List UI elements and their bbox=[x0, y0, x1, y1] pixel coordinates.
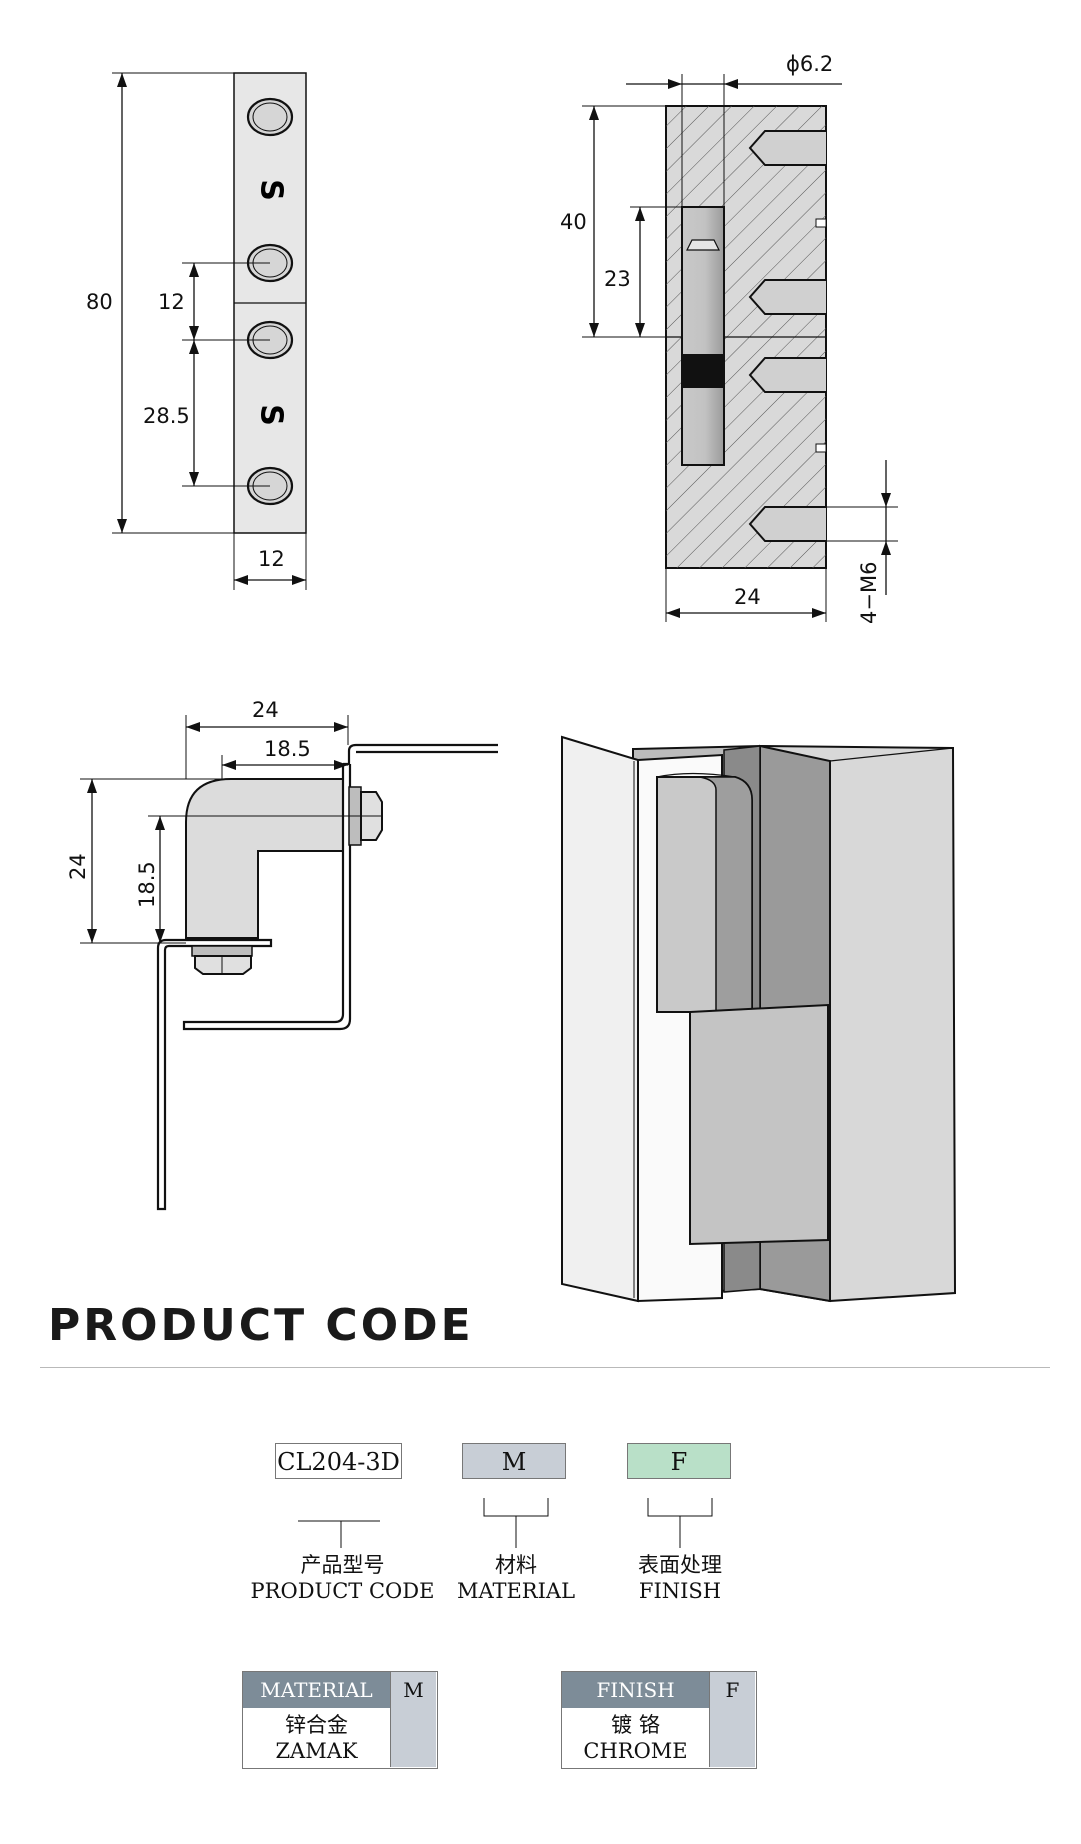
material-table: MATERIAL M 锌合金 ZAMAK bbox=[242, 1671, 438, 1769]
dim-height-23: 23 bbox=[604, 267, 631, 291]
section-bore bbox=[748, 130, 826, 166]
finish-table-cn: 镀 铬 bbox=[611, 1713, 660, 1737]
dim-section-width: 24 bbox=[734, 585, 761, 609]
dim-height-40: 40 bbox=[560, 210, 587, 234]
dim-width: 12 bbox=[258, 547, 285, 571]
section-bore bbox=[748, 279, 826, 315]
dim-thread: 4−M6 bbox=[857, 562, 881, 624]
material-label-cn: 材料 bbox=[495, 1553, 537, 1577]
dim-hole-spacing-b: 28.5 bbox=[143, 404, 190, 428]
product-code-box: CL204-3D bbox=[275, 1443, 402, 1479]
material-table-header: MATERIAL bbox=[243, 1672, 390, 1708]
material-table-key: M bbox=[390, 1672, 436, 1708]
section-bore bbox=[748, 506, 826, 542]
finish-table-blank bbox=[709, 1708, 755, 1767]
dim-height: 80 bbox=[86, 290, 113, 314]
material-label-en: MATERIAL bbox=[456, 1579, 576, 1603]
finish-table: FINISH F 镀 铬 CHROME bbox=[561, 1671, 757, 1769]
nut-bottom bbox=[191, 945, 253, 975]
finish-code-box: F bbox=[627, 1443, 731, 1479]
nut-side bbox=[348, 786, 383, 846]
finish-table-en: CHROME bbox=[583, 1739, 688, 1763]
finish-label-cn: 表面处理 bbox=[638, 1553, 722, 1577]
material-table-cell: 锌合金 ZAMAK bbox=[243, 1712, 390, 1764]
finish-label-en: FINISH bbox=[638, 1579, 722, 1603]
material-code-box: M bbox=[462, 1443, 566, 1479]
finish-label: 表面处理 FINISH bbox=[610, 1552, 750, 1604]
code-connectors bbox=[298, 1498, 713, 1548]
finish-table-key: F bbox=[709, 1672, 755, 1708]
finish-table-cell: 镀 铬 CHROME bbox=[562, 1712, 709, 1764]
dim-top-inner-height: 18.5 bbox=[135, 861, 159, 908]
section-view: ϕ6.2 40 23 24 4−M6 bbox=[560, 52, 898, 624]
product-code-label: 产品型号 PRODUCT CODE bbox=[250, 1552, 435, 1604]
dim-top-height: 24 bbox=[66, 853, 90, 880]
dim-pin-diameter: ϕ6.2 bbox=[786, 52, 833, 76]
front-view: S S 80 12 28.5 12 bbox=[86, 72, 307, 590]
material-table-cn: 锌合金 bbox=[285, 1713, 348, 1737]
product-code-label-en: PRODUCT CODE bbox=[250, 1579, 435, 1603]
product-code-label-cn: 产品型号 bbox=[300, 1553, 385, 1577]
marking-bottom: S bbox=[254, 404, 289, 426]
top-view: 24 18.5 24 18.5 bbox=[66, 698, 498, 1211]
dim-top-inner-width: 18.5 bbox=[264, 737, 311, 761]
dim-top-width: 24 bbox=[252, 698, 279, 722]
section-title: PRODUCT CODE bbox=[48, 1300, 474, 1351]
material-label: 材料 MATERIAL bbox=[446, 1552, 586, 1604]
section-divider bbox=[40, 1367, 1050, 1368]
hinge-3d-view bbox=[561, 735, 957, 1303]
finish-table-header: FINISH bbox=[562, 1672, 709, 1708]
dim-hole-spacing-a: 12 bbox=[158, 290, 185, 314]
material-table-blank bbox=[390, 1708, 436, 1767]
section-bore bbox=[748, 357, 826, 393]
front-hole bbox=[246, 97, 294, 137]
material-table-en: ZAMAK bbox=[275, 1739, 358, 1763]
marking-top: S bbox=[254, 179, 289, 201]
